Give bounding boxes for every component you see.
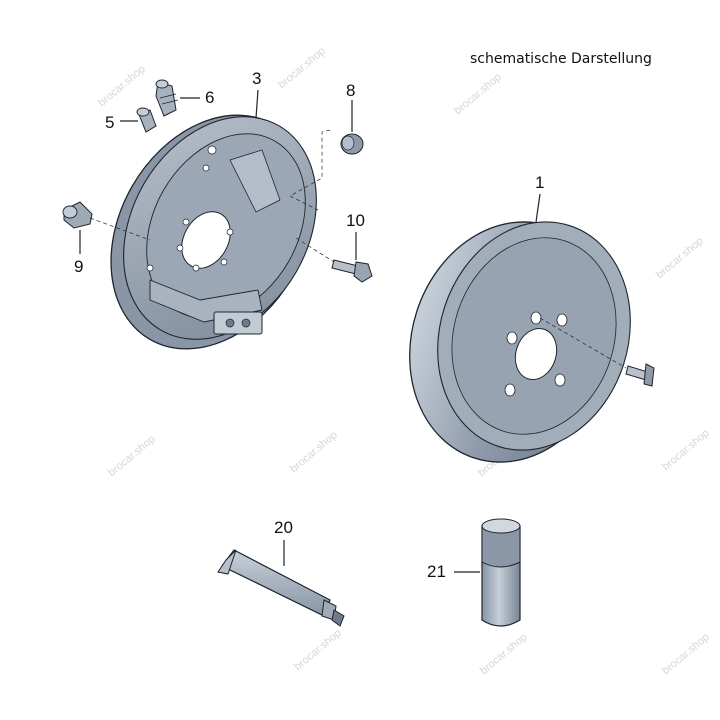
brake-drum xyxy=(409,221,655,463)
leader-line-1 xyxy=(535,193,541,223)
callout-9: 9 xyxy=(74,257,84,276)
callout-10: 10 xyxy=(346,211,365,230)
grommet xyxy=(62,201,93,229)
hex-bolt xyxy=(331,259,373,283)
callout-3: 3 xyxy=(252,69,262,88)
leader-line-3 xyxy=(255,89,259,119)
leader-lines xyxy=(79,89,541,573)
brake-backing-plate xyxy=(110,114,317,350)
callout-21: 21 xyxy=(427,562,446,581)
assembly-guides xyxy=(89,129,627,369)
bleeder-valve xyxy=(155,79,179,117)
callout-5: 5 xyxy=(105,113,115,132)
rubber-plug xyxy=(340,133,364,155)
callout-8: 8 xyxy=(346,81,356,100)
bleeder-screw xyxy=(136,107,157,133)
callout-1: 1 xyxy=(535,173,545,192)
grease-tube xyxy=(217,549,345,627)
callout-20: 20 xyxy=(274,518,293,537)
paste-can xyxy=(481,518,521,627)
callout-6: 6 xyxy=(205,88,215,107)
diagram-caption: schematische Darstellung xyxy=(470,51,652,67)
